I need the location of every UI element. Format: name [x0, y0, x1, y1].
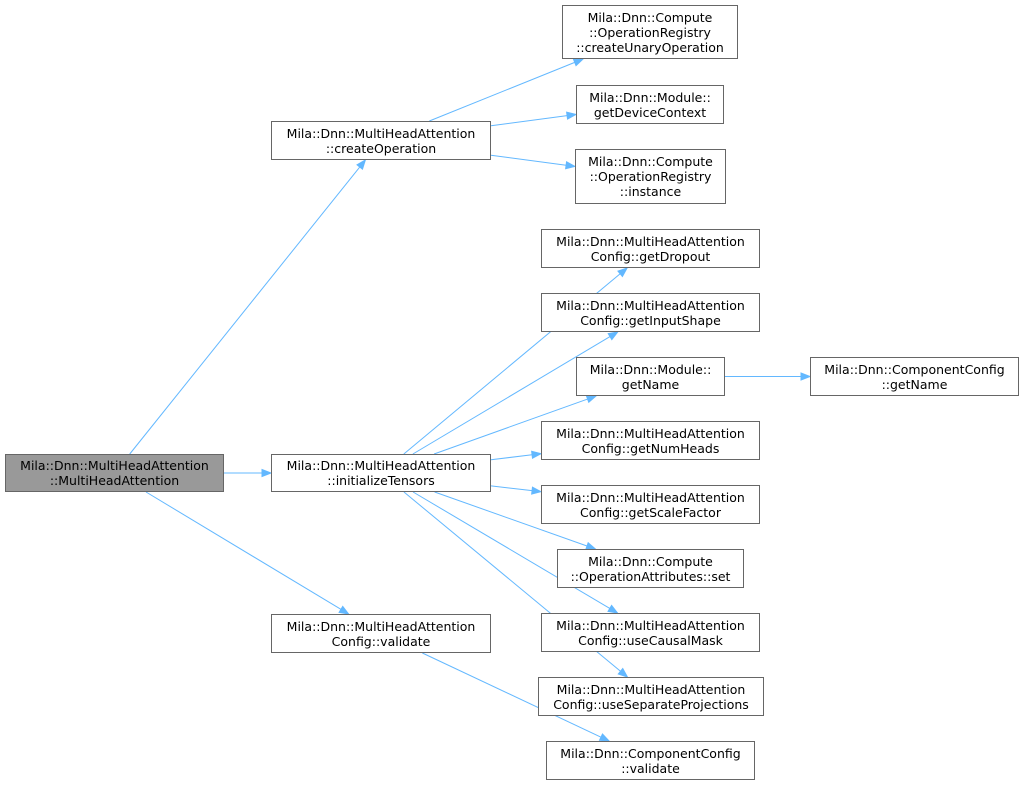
node-label-line: ::initializeTensors [327, 473, 435, 488]
node-create-operation[interactable]: Mila::Dnn::MultiHeadAttention ::createOp… [271, 121, 491, 160]
node-label-line: ::validate [621, 760, 680, 776]
node-operation-registry-instance[interactable]: Mila::Dnn::Compute ::OperationRegistry :… [575, 149, 726, 204]
arrowhead-icon [566, 111, 578, 120]
node-label-line: Mila::Dnn::MultiHeadAttention [556, 425, 745, 441]
node-get-dropout[interactable]: Mila::Dnn::MultiHeadAttention Config::ge… [541, 229, 760, 268]
node-label-line: Mila::Dnn::ComponentConfig [560, 745, 741, 761]
node-label-line: ::instance [619, 184, 682, 199]
arrowhead-icon [531, 486, 543, 495]
call-edge-create_op-to-create_unary [429, 61, 575, 122]
node-label-line: ::OperationAttributes::set [570, 568, 731, 584]
node-label-line: Mila::Dnn::MultiHeadAttention [20, 458, 209, 473]
node-label-line: Mila::Dnn::MultiHeadAttention [556, 297, 745, 313]
arrowhead-icon [565, 160, 577, 170]
node-label-line: Mila::Dnn::Compute [587, 9, 713, 25]
arrowhead-icon [800, 372, 812, 381]
call-edge-init_tensors-to-get_num_heads [490, 454, 533, 461]
arrowhead-icon [598, 733, 611, 742]
node-label-line: Config::getInputShape [580, 312, 721, 328]
arrowhead-icon [356, 158, 367, 171]
node-operation-attributes-set[interactable]: Mila::Dnn::Compute ::OperationAttributes… [557, 549, 744, 588]
node-label-line: ::getName [881, 376, 948, 392]
node-component-config-get-name[interactable]: Mila::Dnn::ComponentConfig ::getName [810, 357, 1019, 396]
node-create-unary-operation[interactable]: Mila::Dnn::Compute ::OperationRegistry :… [562, 5, 738, 59]
arrowhead-icon [617, 267, 629, 278]
node-multiheadattention-constructor: Mila::Dnn::MultiHeadAttention ::MultiHea… [5, 454, 224, 492]
node-module-get-name[interactable]: Mila::Dnn::Module:: getName [576, 357, 725, 396]
node-label-line: ::createUnaryOperation [576, 39, 724, 55]
arrowhead-icon [531, 450, 543, 460]
call-edge-init_tensors-to-use_causal_mask [412, 491, 611, 609]
node-label-line: Mila::Dnn::MultiHeadAttention [556, 617, 745, 633]
node-use-separate-projections[interactable]: Mila::Dnn::MultiHeadAttention Config::us… [538, 677, 764, 716]
arrowhead-icon [585, 395, 598, 404]
node-get-num-heads[interactable]: Mila::Dnn::MultiHeadAttention Config::ge… [541, 421, 760, 460]
node-label-line: Mila::Dnn::MultiHeadAttention [286, 618, 476, 634]
node-label-line: ::MultiHeadAttention [49, 473, 180, 488]
arrowhead-icon [607, 604, 619, 614]
node-label-line: Config::getDropout [590, 248, 711, 264]
node-label-line: Mila::Dnn::MultiHeadAttention [556, 489, 745, 505]
call-edge-init_tensors-to-module_get_name [433, 398, 588, 455]
node-use-causal-mask[interactable]: Mila::Dnn::MultiHeadAttention Config::us… [541, 613, 760, 652]
node-config-validate[interactable]: Mila::Dnn::MultiHeadAttention Config::va… [271, 614, 491, 653]
node-label-line: getDeviceContext [593, 104, 707, 120]
node-label-line: Config::useCausalMask [578, 632, 723, 648]
node-label-line: Config::getNumHeads [581, 440, 720, 456]
node-label-line: Mila::Dnn::MultiHeadAttention [556, 681, 746, 697]
arrowhead-icon [261, 468, 273, 478]
node-get-device-context[interactable]: Mila::Dnn::Module:: getDeviceContext [576, 85, 724, 124]
node-label-line: Config::useSeparateProjections [553, 696, 749, 712]
call-edge-init_tensors-to-op_attributes_set [434, 491, 588, 547]
node-label-line: Mila::Dnn::MultiHeadAttention [556, 233, 745, 249]
call-edge-create_op-to-get_device_ctx [490, 115, 568, 127]
call-edge-mha_ctor-to-cfg_validate [145, 491, 342, 610]
arrowhead-icon [607, 331, 619, 341]
node-label-line: getName [621, 376, 680, 392]
node-label-line: ::OperationRegistry [589, 24, 711, 40]
node-label-line: Mila::Dnn::Module:: [589, 361, 712, 377]
node-label-line: Mila::Dnn::Module:: [589, 89, 711, 105]
call-edge-cfg_validate-to-component_validate [422, 652, 602, 738]
node-get-scale-factor[interactable]: Mila::Dnn::MultiHeadAttention Config::ge… [541, 485, 760, 524]
node-component-config-validate[interactable]: Mila::Dnn::ComponentConfig ::validate [546, 741, 755, 780]
arrowhead-icon [572, 58, 585, 67]
node-label-line: Mila::Dnn::MultiHeadAttention [286, 458, 476, 473]
node-label-line: Mila::Dnn::Compute [588, 553, 713, 569]
node-label-line: Mila::Dnn::Compute [588, 154, 713, 169]
call-edge-init_tensors-to-get_input_shape [412, 336, 611, 455]
node-label-line: Mila::Dnn::ComponentConfig [824, 361, 1005, 377]
call-edge-create_op-to-op_registry_instance [490, 154, 567, 166]
arrowhead-icon [338, 605, 350, 615]
node-label-line: Config::getScaleFactor [580, 504, 721, 520]
node-label-line: Mila::Dnn::MultiHeadAttention [286, 125, 476, 141]
node-label-line: ::createOperation [325, 140, 437, 156]
node-label-line: Config::validate [331, 633, 431, 649]
arrowhead-icon [617, 667, 629, 678]
node-label-line: ::OperationRegistry [589, 169, 712, 184]
call-edge-mha_ctor-to-create_op [129, 166, 361, 455]
node-initialize-tensors[interactable]: Mila::Dnn::MultiHeadAttention ::initiali… [271, 454, 491, 492]
node-get-input-shape[interactable]: Mila::Dnn::MultiHeadAttention Config::ge… [541, 293, 760, 332]
call-edge-init_tensors-to-get_scale_factor [490, 485, 533, 492]
